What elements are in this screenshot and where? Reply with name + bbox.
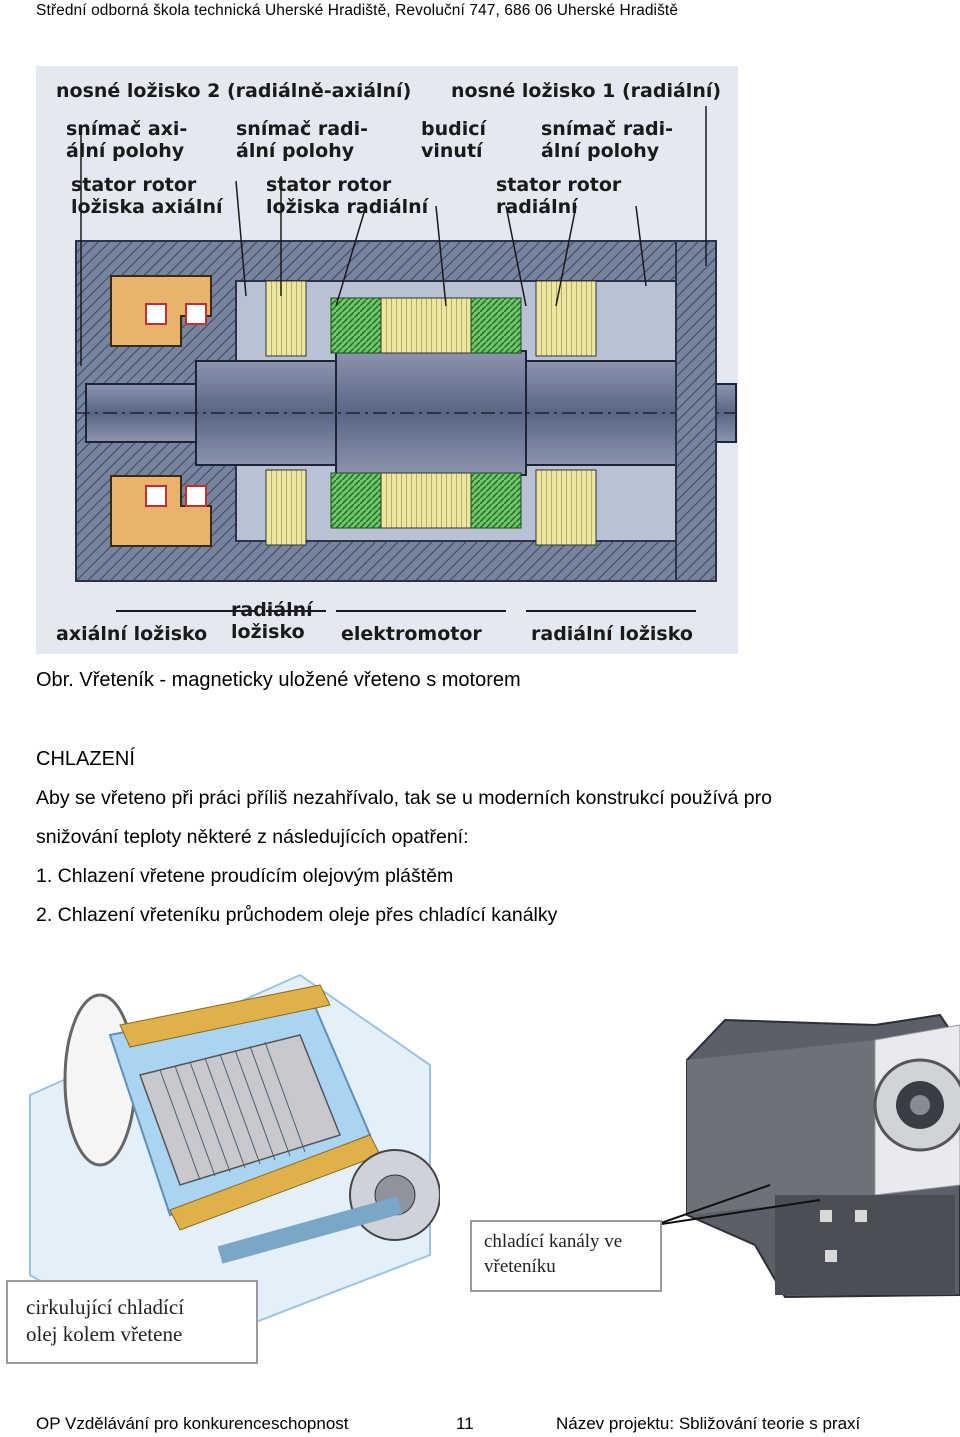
paragraph-line-2: snižování teploty některé z následujícíc… xyxy=(36,826,469,848)
label-electromotor: elektromotor xyxy=(341,623,482,645)
oil-jacket-callout: cirkulující chladící olej kolem vřetene xyxy=(6,1280,258,1364)
label-radial-bearing-right: radiální ložisko xyxy=(531,623,693,645)
figure-caption: Obr. Vřeteník - magneticky uložené vřete… xyxy=(36,669,521,691)
label-stator-right: stator rotor radiální xyxy=(496,174,622,218)
callout-leader-lines xyxy=(655,1184,821,1226)
label-stator-radial: stator rotor ložiska radiální xyxy=(266,174,429,218)
label-axial-bearing: axiální ložisko xyxy=(56,623,208,645)
footer-page-number: 11 xyxy=(456,1414,474,1433)
label-radial-sensor-b: snímač radi- ální polohy xyxy=(541,118,674,162)
headstock-cooling-figure xyxy=(655,1005,960,1300)
oil-jacket-spindle-drawing xyxy=(29,973,441,1357)
oil-jacket-spindle-figure: cirkulující chladící olej kolem vřetene xyxy=(0,955,441,1365)
footer-project-name: Název projektu: Sbližování teorie s prax… xyxy=(556,1414,861,1433)
label-radial-bearing-left: radiální ložisko xyxy=(231,599,313,643)
label-axial-sensor: snímač axi- ální polohy xyxy=(66,118,188,162)
section-heading: CHLAZENÍ xyxy=(36,748,135,770)
label-bearing-1: nosné ložisko 1 (radiální) xyxy=(451,80,722,102)
cooling-channels-callout: chladící kanály ve vřeteníku xyxy=(470,1220,662,1292)
cooling-channels-callout-text: chladící kanály ve vřeteníku xyxy=(484,1231,623,1277)
spindle-cross-section-drawing xyxy=(75,106,737,612)
oil-jacket-callout-text: cirkulující chladící olej kolem vřetene xyxy=(26,1295,185,1346)
label-radial-sensor-a: snímač radi- ální polohy xyxy=(236,118,369,162)
list-item-1: 1. Chlazení vřetene proudícím olejovým p… xyxy=(36,865,454,887)
spindle-cross-section-figure: nosné ložisko 2 (radiálně-axiální) nosné… xyxy=(36,66,738,654)
paragraph-line-1: Aby se vřeteno při práci příliš nezahřív… xyxy=(36,787,772,809)
page-header: Střední odborná škola technická Uherské … xyxy=(36,2,679,19)
headstock-cooling-drawing xyxy=(686,1013,960,1299)
label-stator-axial: stator rotor ložiska axiální xyxy=(71,174,223,218)
list-item-2: 2. Chlazení vřeteníku průchodem oleje př… xyxy=(36,904,558,926)
label-exciting-winding: budicí vinutí xyxy=(421,118,487,162)
footer-program: OP Vzdělávání pro konkurenceschopnost xyxy=(36,1414,349,1433)
label-bearing-2: nosné ložisko 2 (radiálně-axiální) xyxy=(56,80,412,102)
